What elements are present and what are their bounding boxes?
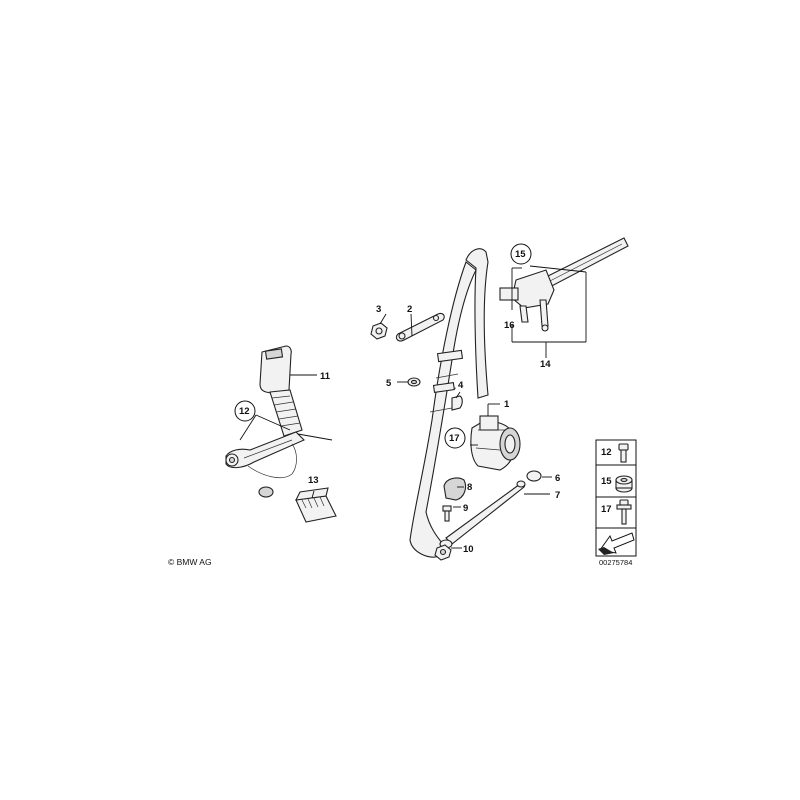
legend-label-17: 17: [601, 504, 612, 515]
callout-14: 14: [540, 359, 551, 370]
callout-4: 4: [458, 380, 464, 391]
callout-6: 6: [555, 473, 560, 484]
belt-retractor: [470, 415, 521, 471]
trim-cover: [443, 477, 467, 501]
legend-bolt-17: [616, 499, 632, 525]
callout-13: 13: [308, 475, 319, 486]
callout-2: 2: [407, 304, 412, 315]
hex-nut: [370, 322, 388, 340]
belt-clip: [451, 395, 463, 411]
leader-lines: [239, 265, 587, 549]
circled-callout-12: [234, 400, 256, 422]
callout-3: 3: [376, 304, 381, 315]
document-number: 00275784: [599, 558, 632, 567]
fastener-legend-table: 12 15 17: [595, 439, 637, 557]
callout-11: 11: [320, 371, 331, 382]
callout-10: 10: [463, 544, 474, 555]
callout-12: 12: [239, 406, 250, 417]
callout-5: 5: [386, 378, 392, 389]
height-adjuster-assembly: [499, 237, 629, 332]
upper-anchor-bracket: [395, 312, 445, 342]
collar-nut: [434, 544, 452, 561]
legend-label-12: 12: [601, 447, 612, 458]
callout-8: 8: [467, 482, 472, 493]
callout-16: 16: [504, 320, 515, 331]
legend-bolt-12: [618, 443, 629, 463]
plug-connector: [295, 487, 337, 523]
cover-cap: [526, 470, 542, 482]
callout-7: 7: [555, 490, 560, 501]
circled-callout-17: [444, 427, 466, 449]
callout-17: 17: [449, 433, 460, 444]
washer: [407, 377, 421, 387]
copyright-notice: © BMW AG: [168, 557, 212, 567]
legend-nut-15: [615, 475, 633, 493]
callout-9: 9: [463, 503, 468, 514]
belt-buckle: [225, 345, 305, 478]
legend-label-15: 15: [601, 476, 612, 487]
small-sleeve: [258, 486, 274, 498]
arrow-icon: [598, 532, 635, 555]
circled-callout-15: [510, 243, 532, 265]
callout-1: 1: [504, 399, 510, 410]
callout-15: 15: [515, 249, 526, 260]
bolt: [442, 505, 452, 522]
